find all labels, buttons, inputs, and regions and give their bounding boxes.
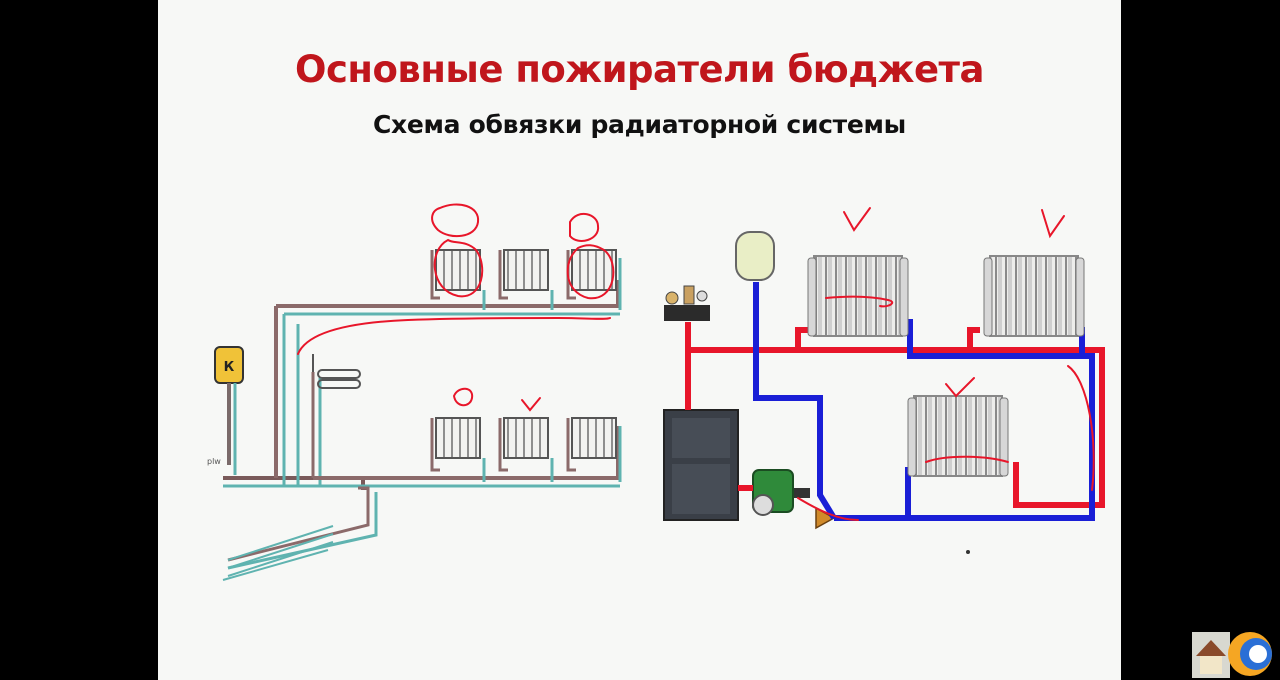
supply-pipes [685, 322, 1105, 508]
scribble-circle [433, 238, 484, 298]
heating-diagram: К plw [207, 203, 1105, 581]
left-schematic: К plw [207, 249, 622, 581]
radiator-large [989, 255, 1079, 337]
scribble-line [297, 316, 611, 355]
check-mark [1041, 209, 1065, 239]
boiler [663, 409, 739, 521]
check-mark [945, 377, 975, 398]
scribble-line [1067, 365, 1095, 491]
check-mark [843, 207, 871, 232]
scribble-circle [452, 387, 474, 407]
slide-title: Основные пожиратели бюджета [295, 48, 984, 91]
expansion-tank: К [214, 346, 244, 475]
tank-label: К [224, 360, 235, 375]
circulation-pump [752, 469, 810, 516]
radiator [503, 417, 549, 459]
scribble-line [825, 295, 894, 308]
radiator [435, 249, 481, 291]
check-mark [521, 397, 541, 412]
slide-subtitle: Схема обвязки радиаторной системы [373, 110, 906, 139]
underfloor-loop [222, 486, 378, 581]
scribble-line [925, 455, 1009, 463]
right-schematic [663, 231, 1105, 530]
channel-logo-icon [1192, 632, 1272, 678]
radiator-large [913, 395, 1003, 477]
safety-group [664, 285, 710, 321]
valve-label: plw [207, 457, 221, 466]
radiator [571, 417, 617, 459]
upper-radiators [430, 249, 622, 310]
scribble-circle [431, 203, 480, 238]
slide: Основные пожиратели бюджета Схема обвязк… [158, 0, 1121, 680]
membrane-tank [735, 231, 775, 281]
scribble-circle [566, 244, 615, 300]
radiator [435, 417, 481, 459]
radiator [503, 249, 549, 291]
scribble-line [797, 497, 859, 521]
scribble-circle [569, 212, 600, 242]
dot-mark [966, 550, 970, 554]
lower-radiators [430, 417, 622, 482]
hand-annotations [297, 203, 1095, 521]
